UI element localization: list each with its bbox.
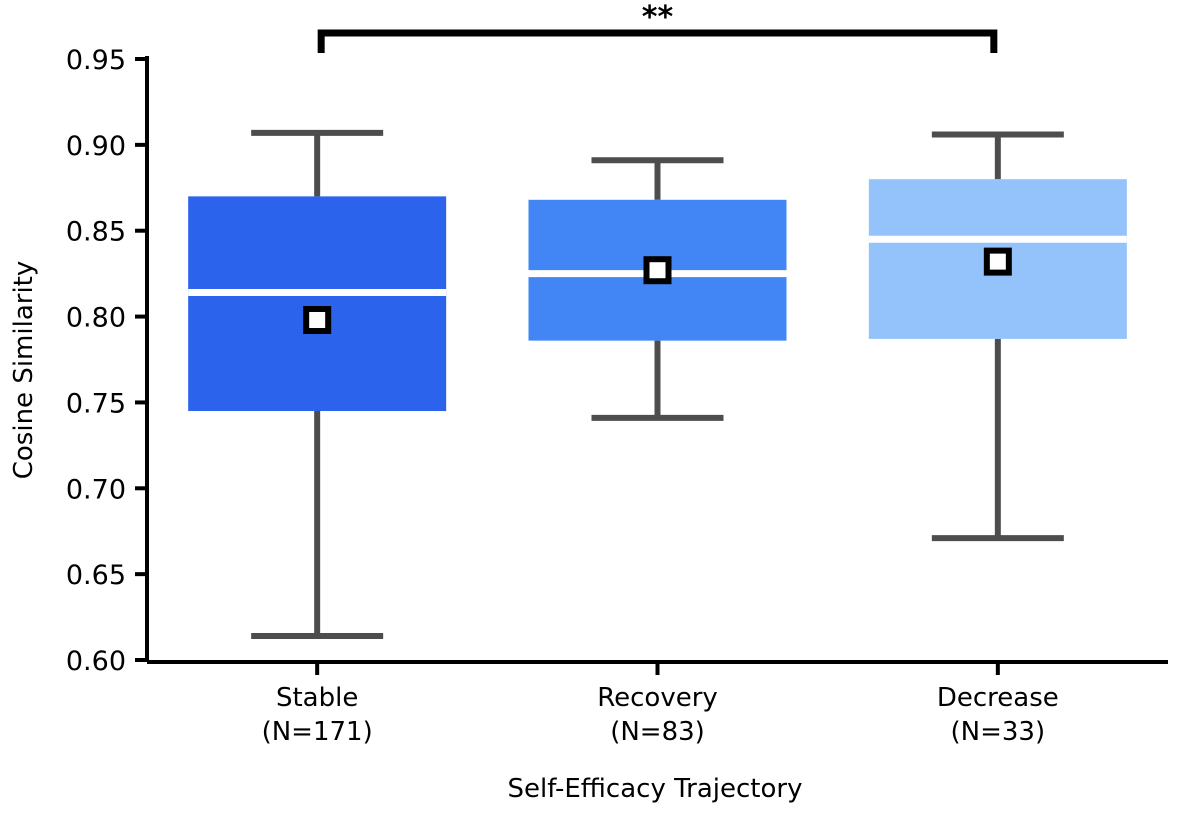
significance-bracket: ** [317, 0, 998, 53]
significance-bracket-line [317, 29, 998, 53]
boxplot-series [188, 129, 1127, 639]
category-label-count: (N=33) [951, 717, 1046, 747]
boxplot-decrease [868, 131, 1127, 542]
y-tick-label: 0.75 [66, 388, 126, 419]
category-label-count: (N=171) [262, 717, 373, 747]
boxplot-stable [188, 129, 447, 639]
y-tick-label: 0.90 [66, 131, 126, 162]
y-tick-label: 0.70 [66, 474, 126, 505]
box-iqr [188, 196, 447, 412]
y-tick-label: 0.80 [66, 303, 126, 334]
mean-marker [303, 306, 332, 335]
mean-marker [983, 247, 1012, 276]
x-axis-ticks [315, 662, 1000, 675]
category-label-count: (N=83) [610, 717, 705, 747]
category-label-name: Stable [276, 683, 358, 713]
y-tick-label: 0.60 [66, 646, 126, 677]
y-tick-label: 0.65 [66, 560, 126, 591]
category-label-name: Decrease [937, 683, 1059, 713]
significance-stars-label: ** [642, 0, 674, 35]
mean-marker [643, 256, 672, 285]
boxplot-recovery [528, 157, 787, 421]
x-axis-title: Self-Efficacy Trajectory [508, 774, 803, 804]
y-axis-title: Cosine Similarity [9, 261, 39, 480]
category-label-name: Recovery [597, 683, 718, 713]
y-axis-ticks: 0.95 0.90 0.85 0.80 0.75 0.70 0.65 0.60 [66, 45, 147, 677]
y-tick-label: 0.95 [66, 45, 126, 76]
x-axis-category-labels: Stable (N=171) Recovery (N=83) Decrease (N=33… [262, 683, 1059, 747]
y-tick-label: 0.85 [66, 217, 126, 248]
